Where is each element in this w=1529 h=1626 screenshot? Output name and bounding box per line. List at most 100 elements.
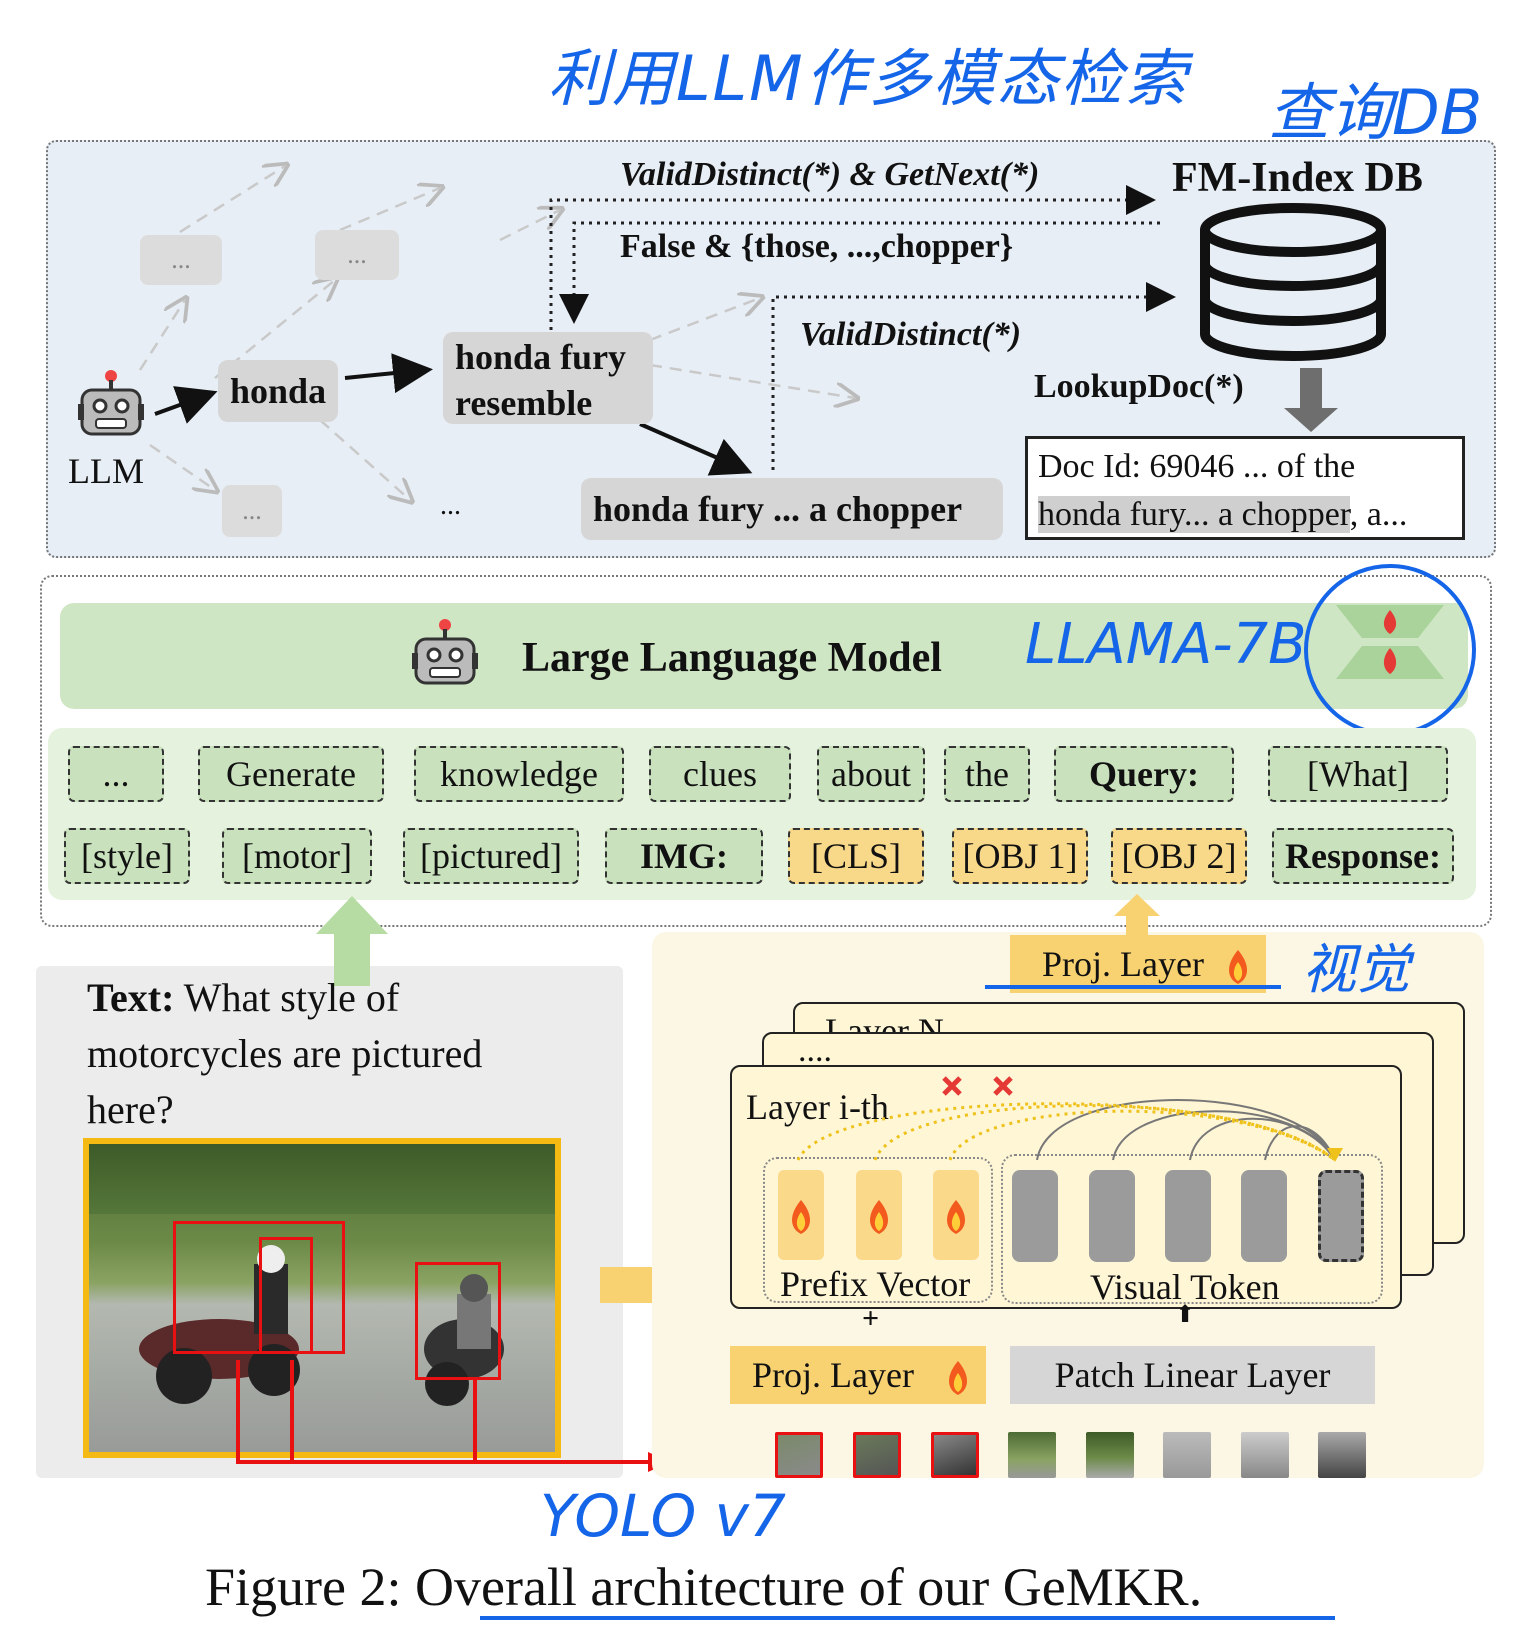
doc-highlight: honda fury... a chopper [1038,496,1350,533]
node-honda: honda [218,360,339,422]
doc-tail: , a... [1349,496,1408,533]
label-validdistinct: ValidDistinct(*) [800,316,1022,353]
text-label: Text: [87,975,175,1020]
token-12: IMG: [605,828,763,884]
visual-token-label: Visual Token [1090,1267,1280,1307]
token-2: Generate [198,746,384,802]
patch-thumbnail [1163,1432,1211,1478]
token-7: Query: [1054,746,1234,802]
label-false-set: False & {those, ...,chopper} [620,228,1014,265]
db-title: FM-Index DB [1172,155,1423,201]
annotation-top: 利用LLM作多模态检索 [548,42,1189,115]
robot-icon [78,368,144,443]
label-lookupdoc: LookupDoc(*) [1034,368,1244,405]
fire-icon [1222,945,1254,1003]
fire-icon [947,1200,965,1234]
prefix-cell [933,1170,979,1260]
cross-icon [942,1076,1013,1096]
annotation-vision: 视觉 [1302,938,1410,1001]
node-line: honda fury [455,337,627,377]
proj-layer-label: Proj. Layer [752,1355,914,1395]
ellipsis-text: ... [440,490,461,521]
fire-icon [870,1200,888,1234]
attention-arcs [796,1076,1343,1162]
proj-layer-top: Proj. Layer [1010,935,1266,993]
up-arrow-yellow-icon [1114,894,1160,936]
llm-label: LLM [68,451,144,491]
llm-title: Large Language Model [522,635,942,681]
layer-dots: .... [798,1032,832,1069]
plus-sign: + [862,1302,880,1335]
object-crop-thumbnail [853,1432,901,1478]
question-line: Text: What style of [87,970,482,1026]
label-validdistinct-getnext: ValidDistinct(*) & GetNext(*) [620,156,1040,193]
prefix-group [763,1157,993,1303]
patch-linear-layer: Patch Linear Layer [1010,1346,1375,1404]
question-part: What style of [174,975,400,1020]
token-15: [OBJ 2] [1111,828,1247,884]
fire-icon [942,1356,974,1414]
target-visual-token [1318,1170,1364,1262]
token-4: clues [649,746,791,802]
up-arrow-green-icon [316,896,388,986]
fire-icon [792,1200,810,1234]
visual-token-cell [1089,1170,1135,1262]
object-crop-thumbnail [931,1432,979,1478]
retrieval-arrows [138,0,1338,600]
doc-line: Doc Id: 69046 ... of the [1038,448,1356,485]
annotation-llama: LLAMA-7B [1025,612,1307,677]
token-16: Response: [1272,828,1454,884]
patch-thumbnail [1241,1432,1289,1478]
ghost-node: ... [222,485,282,537]
proj-layer-bottom: Proj. Layer [730,1346,986,1404]
token-5: about [817,746,925,802]
question-line: here? [87,1087,174,1132]
doc-box: Doc Id: 69046 ... of the honda fury... a… [1025,436,1465,540]
question-text: Text: What style of motorcycles are pict… [87,970,482,1138]
visual-token-cell [1165,1170,1211,1262]
prefix-vector-label: Prefix Vector [780,1264,971,1304]
token-6: the [944,746,1030,802]
token-1: ... [68,746,164,802]
bbox-2 [259,1237,313,1354]
token-11: [pictured] [403,828,579,884]
token-14: [OBJ 1] [952,828,1088,884]
yolo-routing [236,1360,670,1472]
patch-thumbnail [1008,1432,1056,1478]
annotation-yolo: YOLO v7 [540,1482,786,1550]
motorcycle-photo [83,1138,561,1458]
node-line: resemble [455,383,593,423]
doc-line: honda fury... a chopper, a... [1038,491,1452,539]
up-small-icon: ⬆ [1175,1302,1196,1328]
token-9: [style] [64,828,190,884]
token-3: knowledge [414,746,624,802]
prefix-cell [778,1170,824,1260]
visual-token-cell [1012,1170,1058,1262]
underline-mark [985,985,1281,989]
caption-text: Overall architecture of our GeMKR. [415,1557,1203,1617]
robot-icon [412,617,478,692]
node-chopper: honda fury ... a chopper [581,478,1003,540]
adapter-icon [1300,560,1480,745]
ghost-node: ... [140,235,222,285]
database-icon [1198,202,1388,367]
caption-underline-mark [480,1616,1335,1620]
object-crop-thumbnail [775,1432,823,1478]
ghost-node: ... [315,230,399,280]
question-line: motorcycles are pictured [87,1031,483,1076]
layer-i-card [730,1065,1402,1309]
token-13: [CLS] [788,828,924,884]
layer-i-label: Layer i-th [746,1087,889,1127]
bbox-3 [415,1262,501,1380]
visual-token-cell [1241,1170,1287,1262]
node-honda-fury-resemble: honda fury resemble [443,332,653,424]
llm-band [60,603,1468,709]
patch-thumbnail [1318,1432,1366,1478]
token-8: [What] [1268,746,1448,802]
proj-layer-label: Proj. Layer [1042,944,1204,984]
prefix-cell [856,1170,902,1260]
caption-prefix: Figure 2: [205,1557,415,1617]
patch-thumbnail [1086,1432,1134,1478]
annotation-query-db: 查询DB [1268,76,1483,149]
